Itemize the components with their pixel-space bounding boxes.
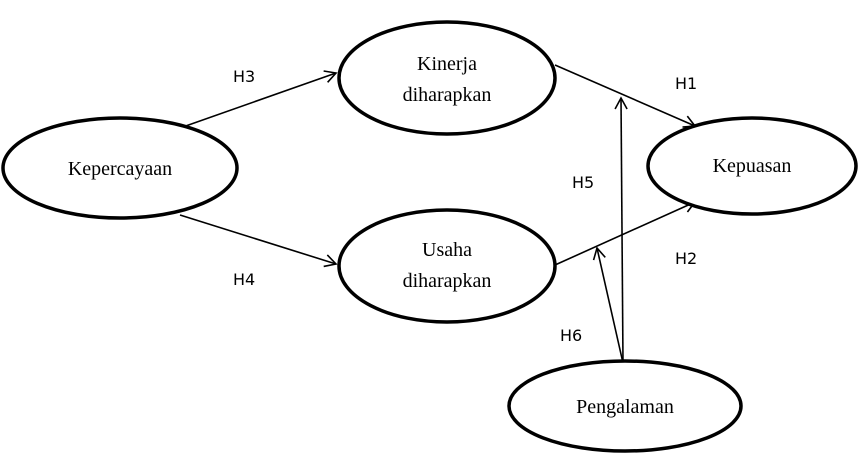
node-kepercayaan — [1, 116, 239, 220]
label-usaha-diharapkan: diharapkan — [403, 270, 492, 292]
node-kepuasan — [646, 116, 858, 216]
arrow-h4 — [179, 214, 338, 268]
hypothesis-h2: H2 — [675, 249, 697, 268]
label-kepuasan: Kepuasan — [713, 155, 792, 177]
label-pengalaman: Pengalaman — [576, 396, 674, 418]
node-kinerja-diharapkan — [337, 20, 557, 136]
label-kinerja: Kinerja — [417, 53, 477, 75]
arrow-h1 — [554, 64, 697, 128]
arrow-h3 — [179, 70, 338, 129]
arrow-h2 — [554, 200, 697, 266]
hypothesis-h4: H4 — [233, 270, 255, 289]
label-usaha: Usaha — [422, 239, 472, 261]
hypothesis-h3: H3 — [233, 67, 255, 86]
node-usaha-diharapkan — [337, 208, 557, 324]
hypothesis-h6: H6 — [560, 326, 582, 345]
hypothesis-h5: H5 — [572, 173, 594, 192]
arrow-h6 — [592, 246, 624, 364]
label-kinerja-diharapkan: diharapkan — [403, 84, 492, 106]
label-kepercayaan: Kepercayaan — [68, 158, 172, 180]
node-pengalaman — [507, 359, 743, 453]
arrow-h5 — [614, 96, 628, 364]
hypothesis-h1: H1 — [675, 74, 697, 93]
